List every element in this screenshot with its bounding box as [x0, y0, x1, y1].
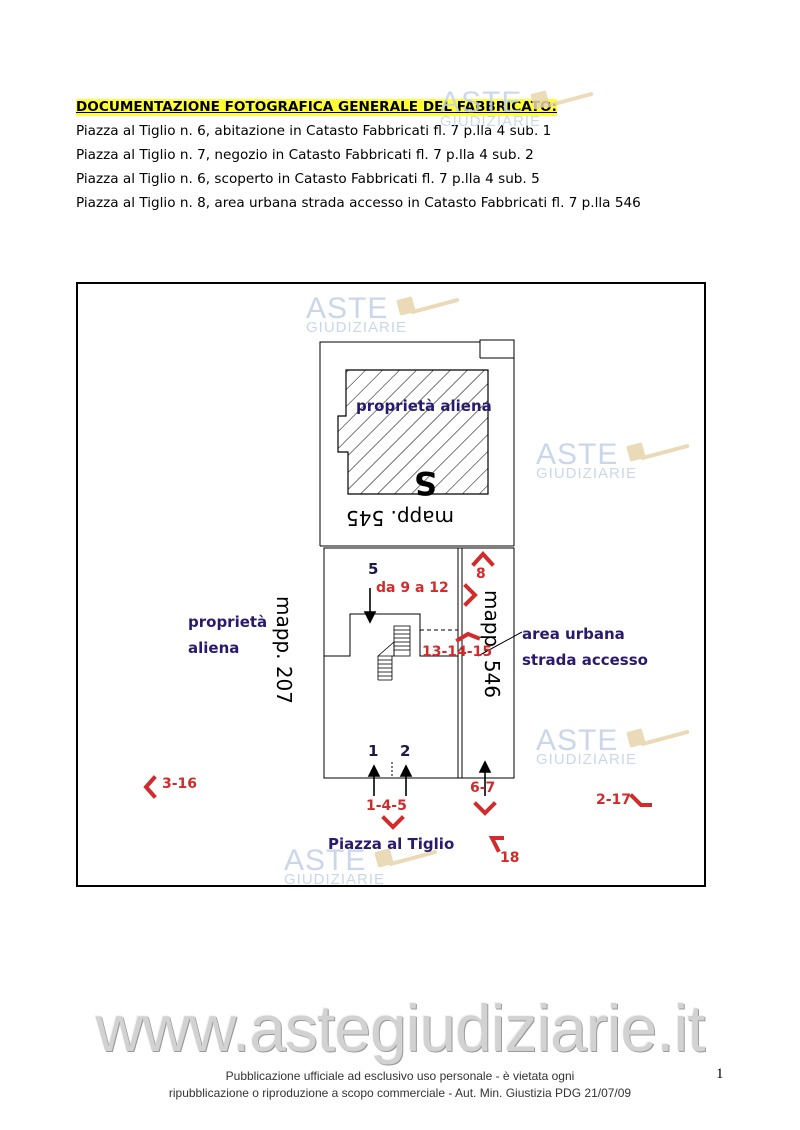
photo-arrow-6-7 — [478, 760, 492, 796]
label-photo-1-4-5: 1-4-5 — [366, 798, 407, 814]
chevron-3-16 — [143, 775, 157, 799]
label-proprieta-aliena-top: proprietà aliena — [356, 397, 492, 415]
label-proprieta-aliena-left-1: proprietà — [188, 613, 268, 631]
footer-line-1: Pubblicazione ufficiale ad esclusivo uso… — [225, 1069, 575, 1083]
staircase — [376, 625, 411, 681]
site-plan-drawing — [143, 339, 652, 853]
header-line-2: Piazza al Tiglio n. 7, negozio in Catast… — [76, 147, 534, 163]
label-north-s: S — [414, 464, 438, 502]
label-mapp-207: mapp. 207 — [272, 595, 297, 705]
label-photo-6-7: 6-7 — [470, 780, 496, 796]
site-plan-map: ASTE GIUDIZIARIE ASTE GIUDIZIARIE ASTE G… — [76, 282, 706, 887]
label-photo-18: 18 — [500, 850, 520, 866]
label-photo-3-16: 3-16 — [162, 776, 198, 792]
photo-arrow-5 — [363, 588, 377, 624]
chevron-13-15 — [455, 631, 481, 643]
header-line-4: Piazza al Tiglio n. 8, area urbana strad… — [76, 195, 641, 211]
chevron-8 — [471, 551, 495, 567]
chevron-9-12 — [463, 583, 478, 607]
label-photo-8: 8 — [476, 566, 486, 582]
document-title: DOCUMENTAZIONE FOTOGRAFICA GENERALE DEL … — [76, 99, 557, 116]
photo-arrow-1 — [367, 764, 381, 796]
label-area-urbana-1: area urbana — [522, 625, 625, 643]
label-piazza-al-tiglio: Piazza al Tiglio — [328, 835, 455, 853]
label-photo-1: 1 — [368, 742, 379, 760]
chevron-1-4-5 — [381, 815, 405, 830]
label-photo-2-17: 2-17 — [596, 792, 632, 808]
label-photo-9-12: da 9 a 12 — [376, 580, 449, 596]
leader-line — [477, 631, 523, 657]
header-line-3: Piazza al Tiglio n. 6, scoperto in Catas… — [76, 171, 540, 187]
chevron-2-17 — [629, 793, 652, 807]
label-proprieta-aliena-left-2: aliena — [188, 639, 240, 657]
photo-arrow-2 — [399, 764, 413, 796]
chevron-18 — [488, 836, 504, 853]
hatched-building — [337, 369, 489, 495]
parcel-545-outline — [319, 339, 515, 546]
label-photo-13-15: 13-14-15 — [422, 644, 493, 660]
header-line-1: Piazza al Tiglio n. 6, abitazione in Cat… — [76, 123, 552, 139]
footer-line-2: ripubblicazione o riproduzione a scopo c… — [168, 1086, 632, 1100]
label-mapp-545: mapp. 545 — [346, 506, 455, 530]
document-header: DOCUMENTAZIONE FOTOGRAFICA GENERALE DEL … — [76, 95, 776, 215]
parcel-546-strip — [457, 547, 515, 779]
label-area-urbana-2: strada accesso — [522, 651, 648, 669]
chevron-6-7 — [473, 801, 497, 816]
label-photo-5: 5 — [368, 560, 379, 578]
site-url-watermark: www.astegiudiziarie.it — [95, 991, 706, 1065]
label-photo-2: 2 — [400, 742, 411, 760]
footer-notice: Pubblicazione ufficiale ad esclusivo uso… — [0, 1068, 800, 1102]
page-number: 1 — [716, 1066, 724, 1082]
